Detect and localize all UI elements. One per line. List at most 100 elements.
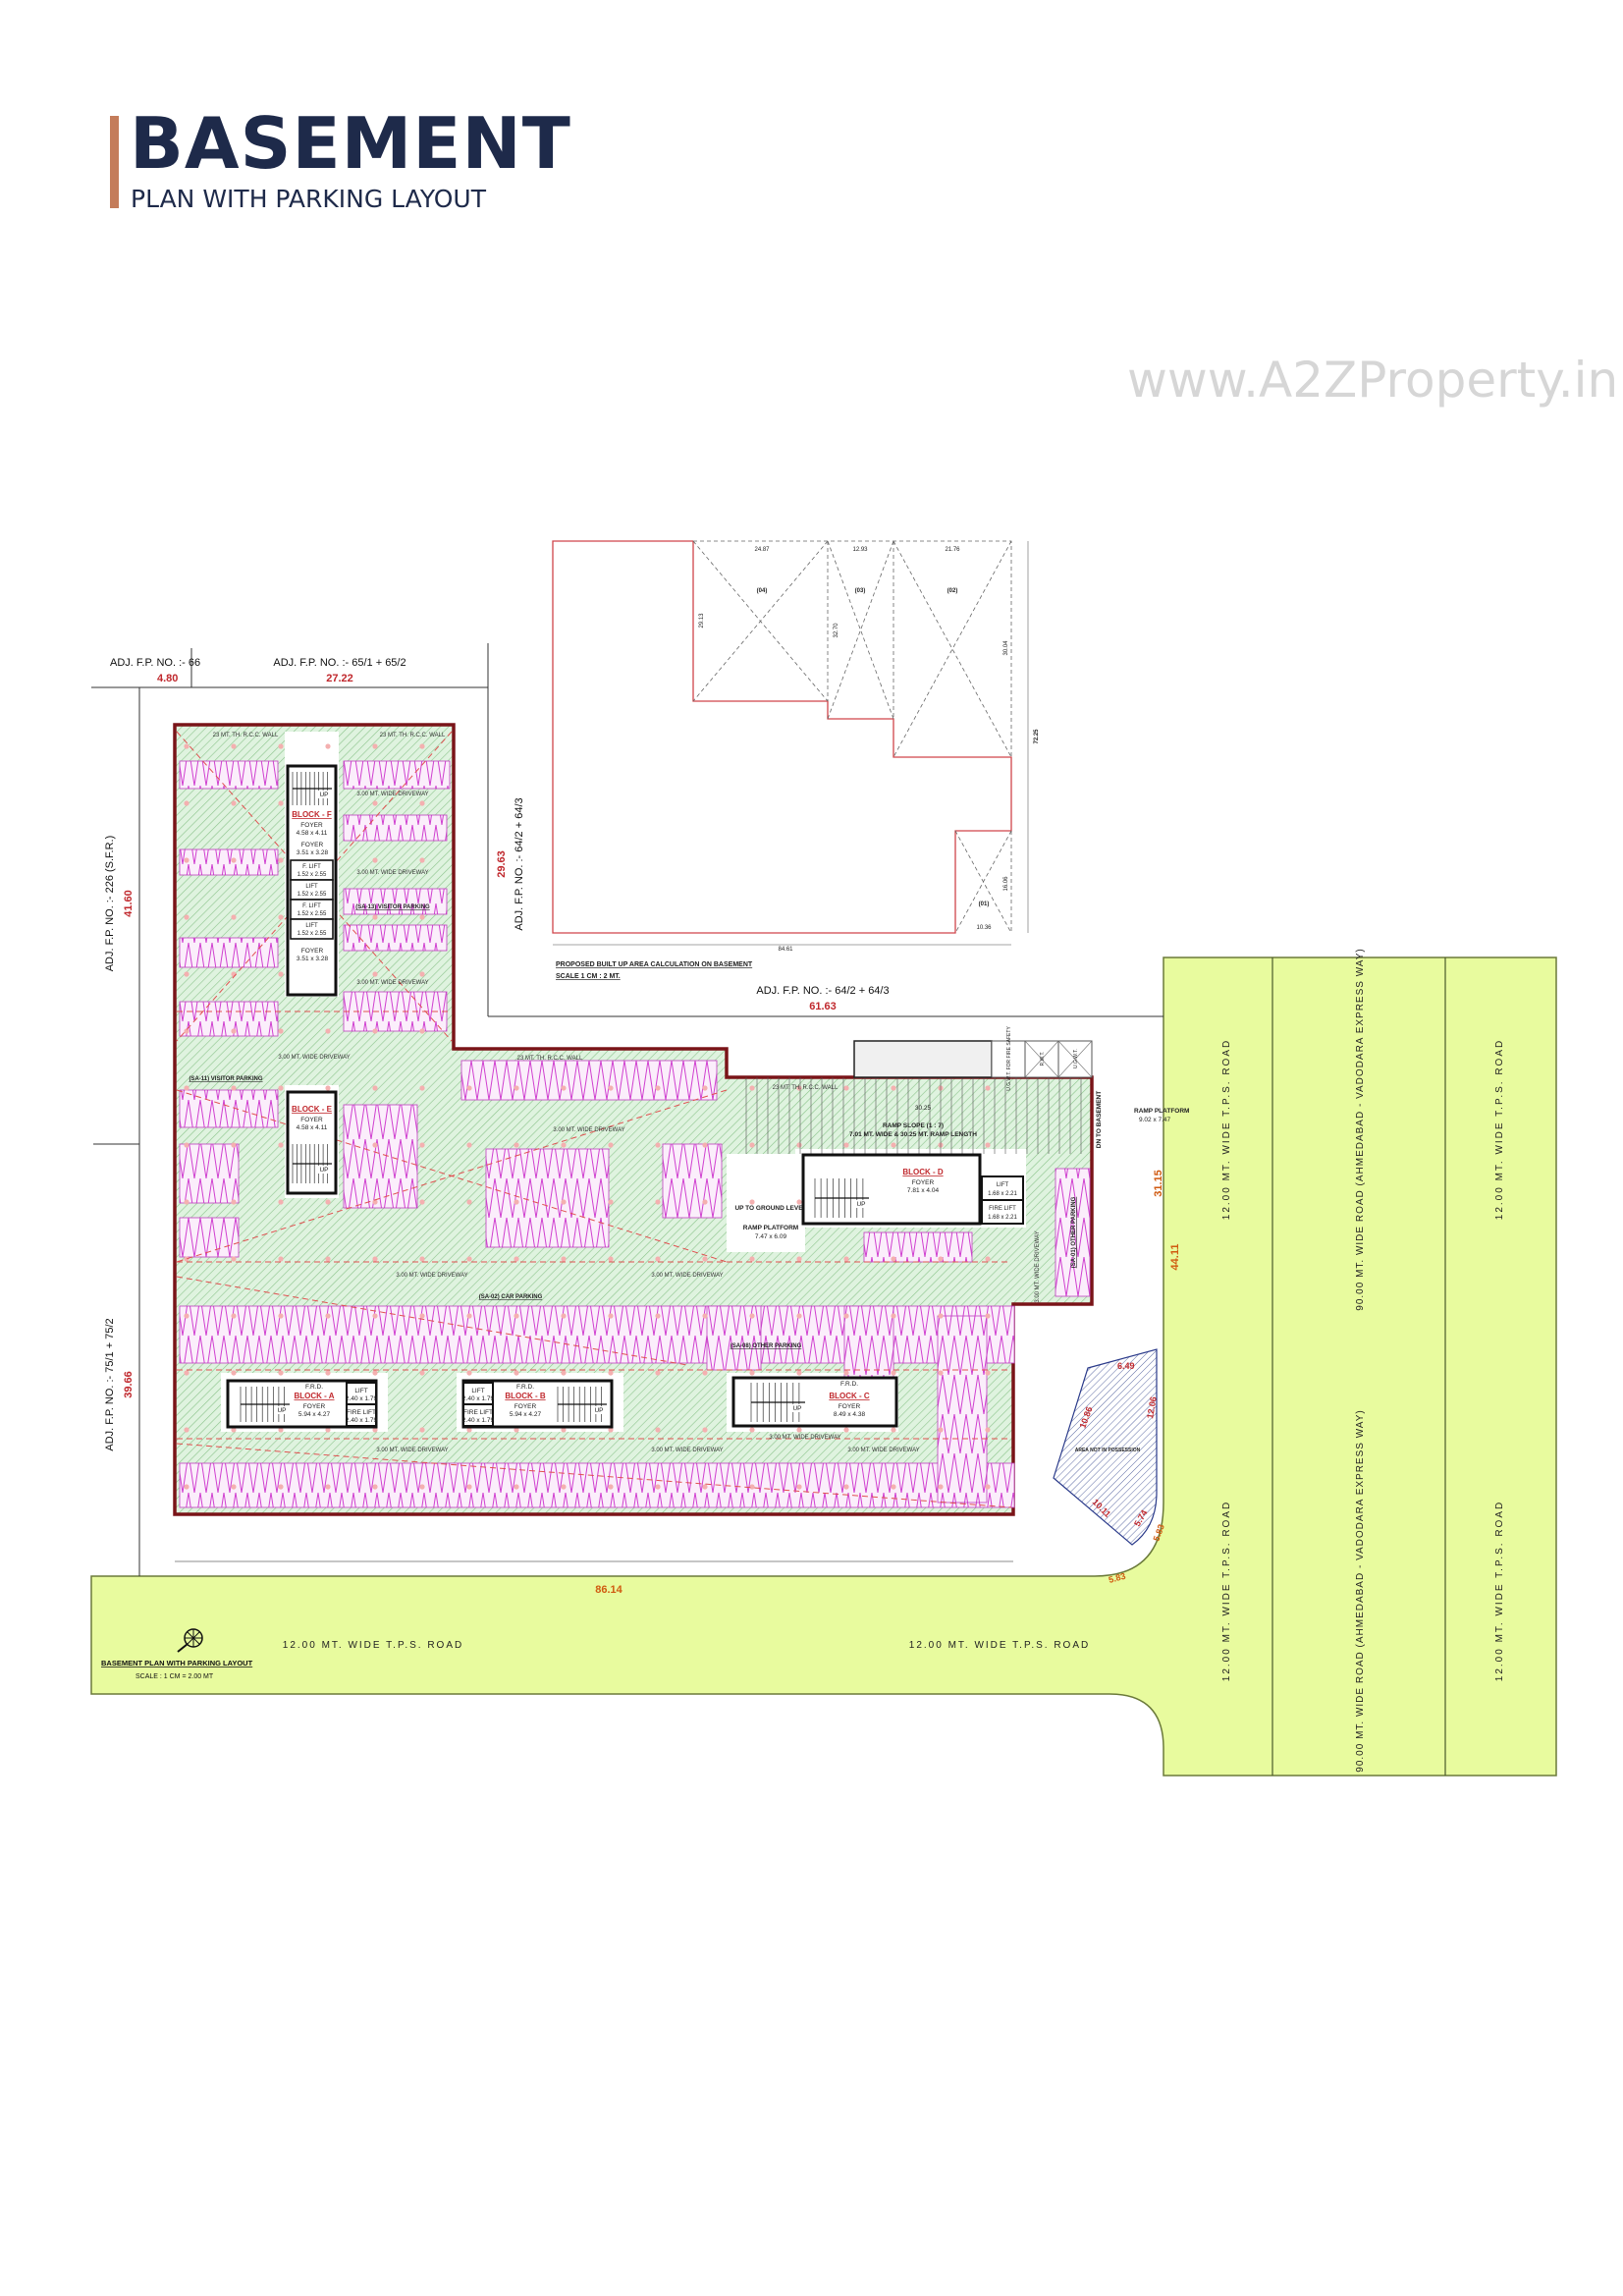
column-marker xyxy=(231,1370,237,1376)
foyer-label: FOYER xyxy=(514,1403,537,1410)
column-marker xyxy=(655,1142,661,1148)
column-marker xyxy=(372,1142,378,1148)
foyer-size: 3.51 x 3.28 xyxy=(297,849,329,856)
column-marker xyxy=(891,1484,896,1490)
adj-plot-dimension: 27.22 xyxy=(326,673,353,684)
foyer-size: 5.94 x 4.27 xyxy=(510,1411,542,1418)
lift-size: 1.52 x 2.55 xyxy=(298,872,327,878)
ramp-platform-size: 7.47 x 6.09 xyxy=(755,1233,787,1240)
fire-lift xyxy=(462,1403,494,1427)
column-marker xyxy=(184,1199,189,1205)
column-marker xyxy=(231,743,237,749)
column-marker xyxy=(278,1256,284,1262)
column-marker xyxy=(938,1427,944,1433)
lift-label: LIFT xyxy=(305,923,318,929)
column-marker xyxy=(655,1256,661,1262)
foyer-size: 4.58 x 4.11 xyxy=(297,1124,328,1131)
parking-bay xyxy=(1055,1168,1091,1297)
parking-bay xyxy=(179,760,279,790)
column-marker xyxy=(372,1427,378,1433)
lift-size: 1.52 x 2.55 xyxy=(298,931,327,937)
block-name: BLOCK - E xyxy=(292,1105,333,1114)
column-marker xyxy=(278,1142,284,1148)
column-marker xyxy=(372,1370,378,1376)
column-marker xyxy=(891,1313,896,1319)
right-inner-road-label: 12.00 MT. WIDE T.P.S. ROAD xyxy=(1221,1039,1232,1220)
column-marker xyxy=(796,1085,802,1091)
stair-up-label: UP xyxy=(856,1201,865,1208)
column-marker xyxy=(514,1313,519,1319)
tank-label: U.G.W.T. xyxy=(1073,1049,1079,1068)
lift-label: LIFT xyxy=(354,1388,367,1394)
column-marker xyxy=(278,1484,284,1490)
compass-icon xyxy=(177,1628,203,1653)
column-marker xyxy=(325,1484,331,1490)
column-marker xyxy=(561,1370,567,1376)
column-marker xyxy=(466,1484,472,1490)
ramp-length: 30.25 xyxy=(915,1105,932,1112)
drawing-scale: SCALE : 1 CM = 2.00 MT xyxy=(135,1673,214,1680)
inset-dimension: 16.06 xyxy=(1003,876,1009,892)
column-marker xyxy=(702,1313,708,1319)
column-marker xyxy=(466,1370,472,1376)
adjacent-plots xyxy=(91,643,1163,1576)
adj-plot-dimension: 29.63 xyxy=(496,850,508,878)
column-marker xyxy=(372,1313,378,1319)
inset-dimension: 30.04 xyxy=(1003,640,1009,656)
foyer-label: FOYER xyxy=(303,1403,326,1410)
lift-label: LIFT xyxy=(305,884,318,890)
column-marker xyxy=(419,1199,425,1205)
right-dimension: 44.11 xyxy=(1169,1244,1181,1271)
right-outer-road-label: 12.00 MT. WIDE T.P.S. ROAD xyxy=(1494,1501,1505,1681)
inset-dimension: 32.70 xyxy=(834,623,839,638)
column-marker xyxy=(466,1199,472,1205)
driveway-label: 3.00 MT. WIDE DRIVEWAY xyxy=(769,1435,840,1441)
column-marker xyxy=(419,1142,425,1148)
column-marker xyxy=(184,743,189,749)
adj-plot-label: ADJ. F.P. NO. :- 226 (S.F.R.) xyxy=(104,836,116,972)
column-marker xyxy=(843,1427,849,1433)
basement-plan: RAMP SLOPE (1 : 7) 7.01 MT. WIDE & 30.25… xyxy=(173,723,1189,1516)
column-marker xyxy=(325,1313,331,1319)
foyer-size: 4.58 x 4.11 xyxy=(297,830,328,837)
column-marker xyxy=(891,1085,896,1091)
right-inner-road-label: 12.00 MT. WIDE T.P.S. ROAD xyxy=(1221,1501,1232,1681)
column-marker xyxy=(843,1085,849,1091)
parking-area-label: (SA-13) VISITOR PARKING xyxy=(355,904,430,910)
column-marker xyxy=(466,1085,472,1091)
column-marker xyxy=(938,1313,944,1319)
column-marker xyxy=(702,1256,708,1262)
inset-dimension: 10.36 xyxy=(976,925,992,931)
lift-label: LIFT xyxy=(997,1182,1009,1188)
column-marker xyxy=(278,914,284,920)
inset-zone-label: (01) xyxy=(979,902,990,907)
column-marker xyxy=(608,1427,614,1433)
column-marker xyxy=(796,1370,802,1376)
column-marker xyxy=(655,1313,661,1319)
column-marker xyxy=(419,1370,425,1376)
driveway-label: 3.00 MT. WIDE DRIVEWAY xyxy=(651,1448,723,1453)
watermark: www.A2ZProperty.in xyxy=(1127,352,1619,409)
parking-bay xyxy=(179,937,279,968)
column-marker xyxy=(278,743,284,749)
column-marker xyxy=(608,1313,614,1319)
parking-bay xyxy=(343,1104,418,1209)
ramp-platform-label: RAMP PLATFORM xyxy=(743,1225,798,1231)
stair-up-label: UP xyxy=(792,1405,801,1412)
fire-lift-size: 2.40 x 1.79 xyxy=(346,1417,378,1424)
column-marker xyxy=(325,1427,331,1433)
column-marker xyxy=(514,1370,519,1376)
ramp-slope-label: RAMP SLOPE (1 : 7) xyxy=(883,1122,944,1129)
column-marker xyxy=(749,1313,755,1319)
column-marker xyxy=(702,1199,708,1205)
driveway-label: 3.00 MT. WIDE DRIVEWAY xyxy=(651,1273,723,1279)
bottom-road-label: 12.00 MT. WIDE T.P.S. ROAD xyxy=(283,1640,463,1651)
wall-label: 23 MT. TH. R.C.C. WALL xyxy=(773,1085,839,1091)
column-marker xyxy=(655,1199,661,1205)
adj-plot-label: ADJ. F.P. NO. :- 66 xyxy=(110,657,200,669)
block-name: BLOCK - D xyxy=(902,1168,944,1176)
circulation-area xyxy=(727,1154,805,1252)
